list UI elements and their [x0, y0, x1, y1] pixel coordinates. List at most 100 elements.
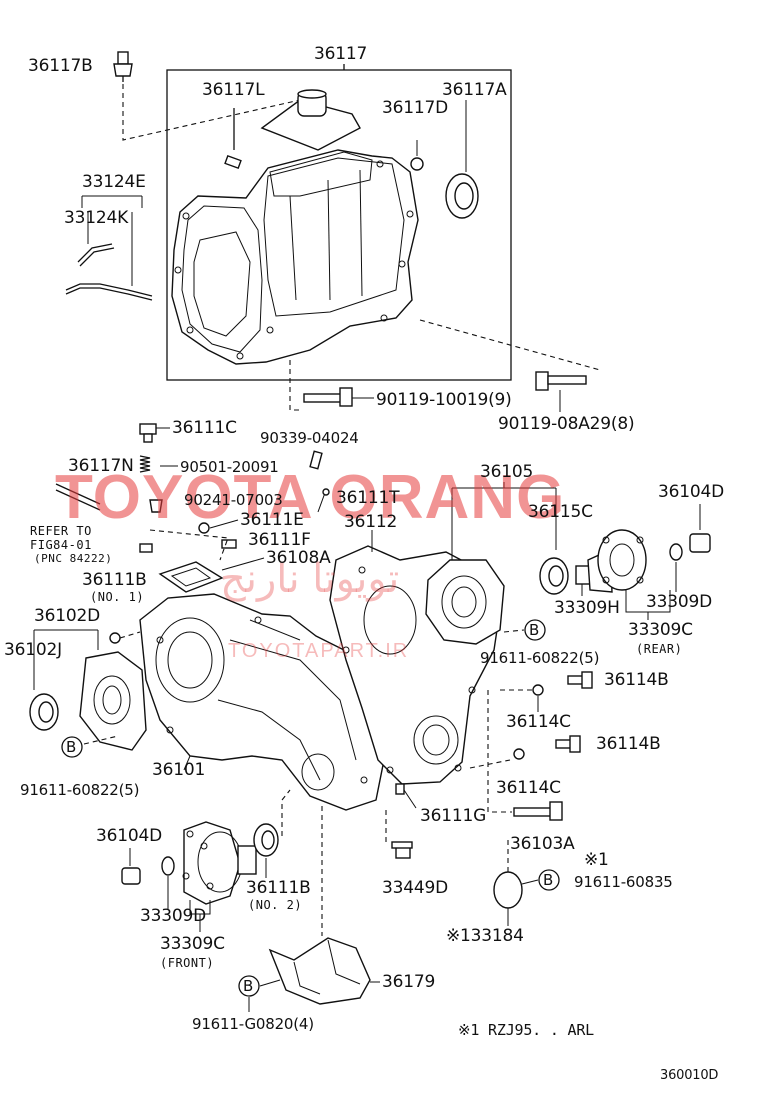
label-36104D-front: 36104D — [96, 826, 162, 846]
spring-90501 — [139, 455, 151, 473]
label-36103A: 36103A — [510, 834, 575, 854]
transmission-case-36117 — [171, 149, 419, 365]
rear-retainer-36105 — [425, 559, 505, 645]
label-note1-mark: ※1 — [584, 850, 609, 870]
label-33309D-rear: 33309D — [646, 592, 712, 612]
label-33309C-front: 33309C — [160, 934, 225, 954]
label-refer-2: FIG84-01 — [30, 538, 92, 552]
label-36117: 36117 — [314, 44, 368, 64]
plug-36111F — [221, 539, 237, 549]
label-33124E: 33124E — [82, 172, 146, 192]
bubble-b-rear — [524, 619, 546, 641]
bubble-b-cover — [538, 869, 560, 891]
bolt-90119-10019 — [303, 387, 353, 407]
label-36114B-2: 36114B — [596, 734, 661, 754]
label-36104D-rear: 36104D — [658, 482, 724, 502]
leader-36117B — [122, 84, 301, 141]
label-36111T: 36111T — [336, 488, 400, 508]
label-36108A: 36108A — [266, 548, 331, 568]
label-90241-07003: 90241-07003 — [184, 491, 283, 509]
label-36102D: 36102D — [34, 606, 100, 626]
pin-36117L — [224, 154, 242, 170]
bolt-36114B-2 — [555, 735, 581, 753]
bubble-b-cover-letter: B — [543, 871, 554, 889]
bubble-b-rear-letter: B — [529, 621, 540, 639]
label-36115C: 36115C — [528, 502, 593, 522]
cover-plate-36117L — [260, 89, 361, 151]
label-no2: (NO. 2) — [248, 898, 303, 912]
label-36111C: 36111C — [172, 418, 237, 438]
oil-seal-36111B-no2 — [253, 823, 279, 857]
label-refer-1: REFER TO — [30, 524, 92, 538]
label-36111G: 36111G — [420, 806, 487, 826]
rear-companion-flange — [575, 529, 647, 593]
retainer-36102D — [79, 651, 147, 751]
front-companion-flange — [121, 821, 257, 905]
tube-33124K — [77, 243, 115, 267]
bubble-b-left — [61, 736, 83, 758]
washer-36111E — [198, 522, 210, 534]
pin-90339 — [309, 450, 323, 470]
label-rear: (REAR) — [636, 642, 683, 656]
label-36102J: 36102J — [4, 640, 62, 660]
washer-36114C-2 — [513, 748, 525, 760]
nut-36104D-rear — [689, 533, 711, 553]
label-90119-10019: 90119-10019(9) — [376, 390, 512, 410]
plunger-90241 — [149, 499, 163, 513]
label-front: (FRONT) — [160, 956, 215, 970]
label-36117N: 36117N — [68, 456, 134, 476]
label-91611-G0820: 91611-G0820(4) — [192, 1015, 314, 1033]
label-90339-04024: 90339-04024 — [260, 429, 359, 447]
oil-seal-36102J — [29, 693, 59, 731]
label-133184: ※133184 — [446, 926, 524, 946]
label-refer-3: (PNC 84222) — [34, 552, 113, 565]
label-no1: (NO. 1) — [90, 590, 145, 604]
bubble-b-skid — [238, 975, 260, 997]
label-36114B-1: 36114B — [604, 670, 669, 690]
label-91611-60835: 91611-60835 — [574, 873, 673, 891]
label-33124K: 33124K — [64, 208, 129, 228]
bolt-36114B-1 — [567, 671, 593, 689]
label-33309C-rear: 33309C — [628, 620, 693, 640]
label-33449D: 33449D — [382, 878, 448, 898]
skid-plate-36179 — [268, 937, 371, 1005]
label-36105: 36105 — [480, 462, 534, 482]
label-36179: 36179 — [382, 972, 436, 992]
bolt-33449D — [391, 841, 413, 859]
label-36117A: 36117A — [442, 80, 507, 100]
label-33309H: 33309H — [554, 598, 620, 618]
bubble-b-left-letter: B — [66, 738, 77, 756]
label-33309D-front: 33309D — [140, 906, 206, 926]
bubble-b-skid-letter: B — [243, 977, 254, 995]
label-36101: 36101 — [152, 760, 206, 780]
label-90501-20091: 90501-20091 — [180, 458, 279, 476]
label-36114C-2: 36114C — [496, 778, 561, 798]
washer-33309D-rear — [669, 543, 683, 561]
label-90119-08A29: 90119-08A29(8) — [498, 414, 635, 434]
label-36117D: 36117D — [382, 98, 448, 118]
label-36111E: 36111E — [240, 510, 304, 530]
footnote-rzj95: ※1 RZJ95. . ARL — [458, 1021, 594, 1039]
breather-plug-36117B — [113, 51, 133, 82]
plug-36111C — [139, 423, 157, 443]
label-36111B-no2: 36111B — [246, 878, 311, 898]
label-36114C-1: 36114C — [506, 712, 571, 732]
label-36117L: 36117L — [202, 80, 265, 100]
case-group-box — [166, 69, 512, 381]
label-91611-60822-rear: 91611-60822(5) — [480, 649, 600, 667]
washer-36114C-1 — [532, 684, 544, 696]
plug-36117D — [410, 157, 424, 171]
oil-seal-36115C — [539, 557, 569, 595]
label-36117B: 36117B — [28, 56, 93, 76]
tube-33124E — [65, 283, 153, 301]
bolt-36103A — [513, 801, 563, 821]
pin-36111G — [395, 783, 405, 795]
label-36111F: 36111F — [248, 530, 311, 550]
cover-36108A — [158, 561, 224, 593]
label-36111B-no1: 36111B — [82, 570, 147, 590]
bolt-90119-08A29 — [535, 371, 587, 391]
plug-133184 — [493, 871, 523, 909]
diagram-id: 360010D — [660, 1068, 719, 1083]
